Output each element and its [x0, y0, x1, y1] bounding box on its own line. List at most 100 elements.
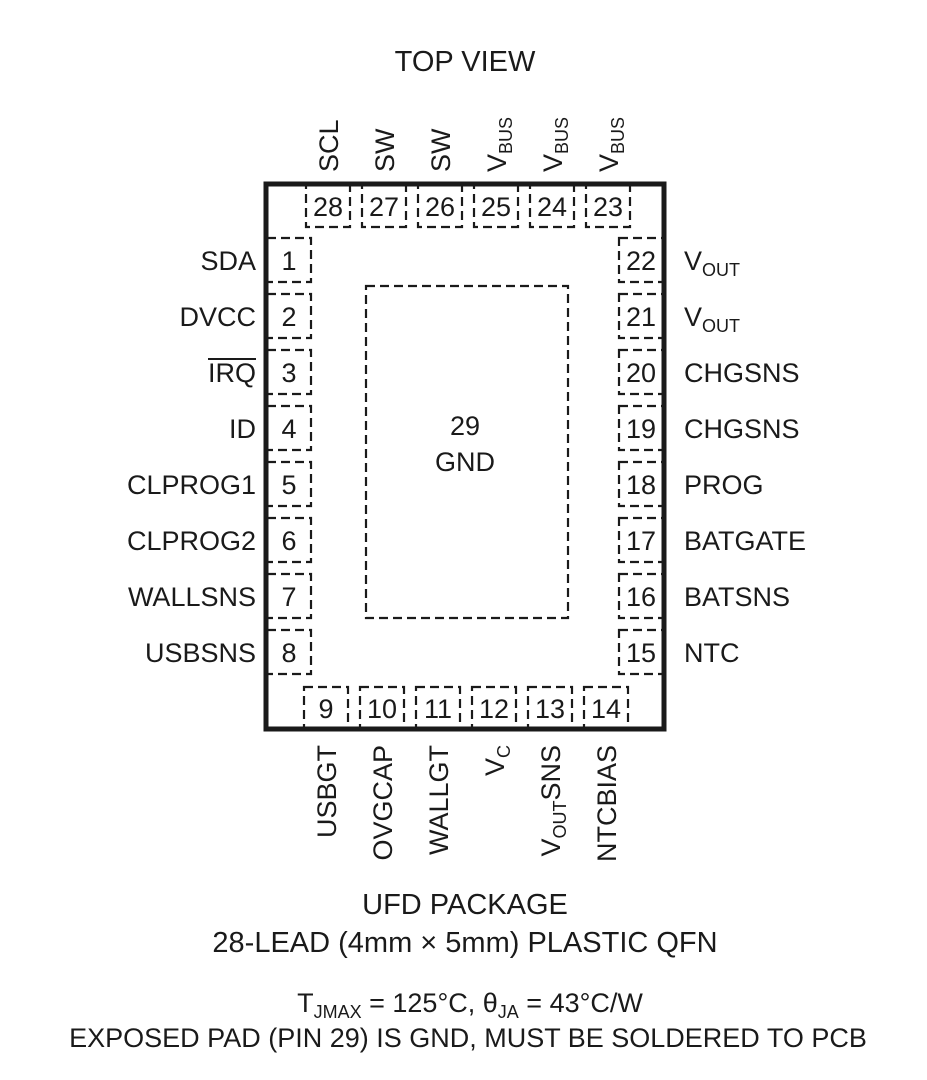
package-outline	[263, 181, 667, 732]
pin-name: SCL	[314, 119, 344, 172]
pin-pad	[617, 460, 665, 508]
pin-15: 15 NTC	[617, 628, 740, 676]
package-name: UFD PACKAGE	[362, 889, 568, 921]
pin-name: V	[536, 839, 566, 857]
pin-label: SDA	[200, 246, 256, 276]
pin-subscript: OUT	[550, 801, 570, 839]
pin-number: 24	[537, 192, 567, 222]
pin-pad	[470, 685, 518, 731]
pin-number: 11	[424, 694, 452, 724]
pin-number: 22	[626, 246, 656, 276]
pin-name: V	[684, 246, 702, 276]
pin-4: 4ID	[229, 404, 313, 452]
pin-label: USBGT	[312, 745, 342, 838]
pin-pad	[265, 404, 313, 452]
pin-label: CLPROG1	[127, 470, 256, 500]
pin-name-tail: SNS	[536, 745, 566, 801]
pin-name: V	[538, 154, 568, 172]
pin-name: V	[594, 154, 624, 172]
pin-subscript: OUT	[702, 316, 740, 336]
tj-symbol: T	[297, 988, 314, 1018]
pin-number: 25	[481, 192, 511, 222]
pins: 1SDA2DVCC3IRQ4ID5CLPROG16CLPROG27WALLSNS…	[127, 117, 806, 862]
pin-name: CHGSNS	[684, 358, 800, 388]
pin-pad	[414, 685, 462, 731]
exposed-pad	[364, 284, 570, 620]
theta-symbol: θ	[483, 988, 498, 1018]
pin-18: 18 PROG	[617, 460, 764, 508]
pin-pad	[304, 183, 352, 229]
pin-pad	[265, 348, 313, 396]
pin-28: 28 SCL	[304, 119, 352, 229]
pin-label: BATSNS	[684, 582, 790, 612]
pin-number: 17	[626, 526, 656, 556]
pin-pad	[416, 183, 464, 229]
pin-pad	[617, 348, 665, 396]
top-view-title: TOP VIEW	[395, 46, 536, 78]
pin-number: 9	[318, 694, 333, 724]
pin-subscript: BUS	[552, 117, 572, 154]
pin-pad	[617, 404, 665, 452]
pin-number: 23	[593, 192, 623, 222]
pin-17: 17 BATGATE	[617, 516, 806, 564]
pin-22: 22 VOUT	[617, 236, 740, 284]
pin-name: NTCBIAS	[592, 745, 622, 862]
pin-label: USBSNS	[145, 638, 256, 668]
pin-label: VOUT	[684, 302, 740, 336]
pin-label: OVGCAP	[368, 745, 398, 861]
pin-pad	[584, 183, 632, 229]
pin-pad	[617, 572, 665, 620]
pin-16: 16 BATSNS	[617, 572, 790, 620]
exposed-pad-name: GND	[435, 447, 495, 477]
pin-number: 19	[626, 414, 656, 444]
pin-label: NTCBIAS	[592, 745, 622, 862]
pin-number: 2	[281, 302, 296, 332]
pin-pad	[526, 685, 574, 731]
pin-number: 16	[626, 582, 656, 612]
pin-name: V	[684, 302, 702, 332]
theta-value: = 43°C/W	[519, 988, 644, 1018]
pin-pad	[265, 236, 313, 284]
tj-subscript: JMAX	[314, 1002, 362, 1022]
pin-pad	[360, 183, 408, 229]
pin-number: 28	[313, 192, 343, 222]
pin-number: 13	[535, 694, 565, 724]
pin-number: 3	[281, 358, 296, 388]
pin-name: NTC	[684, 638, 740, 668]
pin-number: 14	[591, 694, 621, 724]
pin-number: 15	[626, 638, 656, 668]
pin-label: CHGSNS	[684, 414, 800, 444]
pin-label: BATGATE	[684, 526, 806, 556]
pin-name: PROG	[684, 470, 764, 500]
pin-8: 8 USBSNS	[145, 628, 313, 676]
pin-name: BATSNS	[684, 582, 790, 612]
pin-number: 18	[626, 470, 656, 500]
pin-label: VOUTSNS	[536, 745, 570, 857]
pin-number: 1	[281, 246, 296, 276]
pin-number: 4	[281, 414, 296, 444]
pin-name: V	[482, 154, 512, 172]
pin-label: VBUS	[538, 117, 572, 172]
pin-subscript: OUT	[702, 260, 740, 280]
pin-label: DVCC	[179, 302, 256, 332]
pin-name: SW	[426, 128, 456, 172]
pin-label: SW	[426, 128, 456, 172]
pin-label: VOUT	[684, 246, 740, 280]
pin-pad	[582, 685, 630, 731]
pin-1: 1 SDA	[200, 236, 313, 284]
pin-number: 8	[281, 638, 296, 668]
pin-label: SW	[370, 128, 400, 172]
thermal-spec: TJMAX = 125°C, θJA = 43°C/W	[297, 988, 643, 1022]
pin-pad	[617, 236, 665, 284]
pin-label: SCL	[314, 119, 344, 172]
